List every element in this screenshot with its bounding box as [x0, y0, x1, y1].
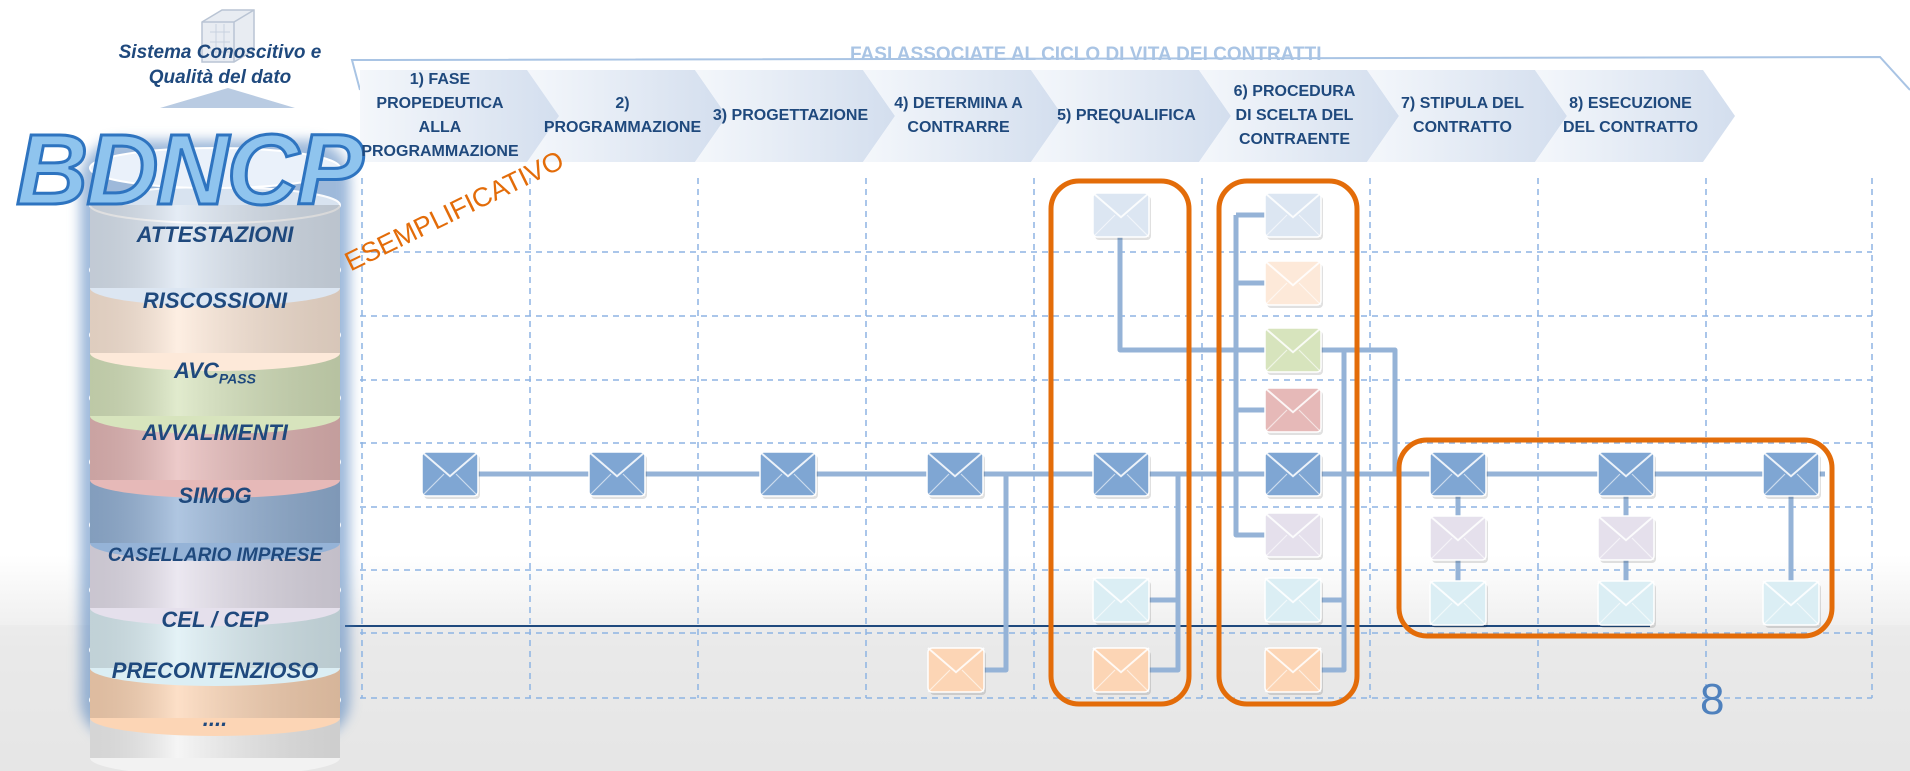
envelope-icon: [1092, 577, 1151, 625]
phase-label: 1) FASE PROPEDEUTICA ALLA PROGRAMMAZIONE: [361, 71, 519, 160]
envelope-icon: [1264, 387, 1323, 435]
database-label-text: AVC: [174, 358, 219, 383]
envelope-icon: [1264, 577, 1323, 625]
database-label-text: ....: [202, 706, 228, 731]
group-procedura: [1216, 178, 1360, 707]
database-label: RISCOSSIONI: [90, 288, 340, 314]
database-label-subscript: PASS: [218, 370, 256, 387]
phase-chevron: [1367, 70, 1567, 162]
page-number: 8: [1700, 675, 1725, 724]
bdncp-title: BDNCP: [15, 114, 366, 226]
envelope-icon: [1264, 451, 1323, 499]
phase-chevron: [360, 70, 560, 162]
envelope-icon: [1264, 647, 1323, 695]
phase-chevron: [1535, 70, 1735, 162]
envelope-icon: [759, 451, 818, 499]
envelope-icons: [421, 192, 1821, 695]
database-label-text: RISCOSSIONI: [142, 288, 288, 313]
phase-label: 8) ESECUZIONE DEL CONTRATTO: [1562, 95, 1699, 136]
phase-label: 5) PREQUALIFICA: [1057, 107, 1196, 124]
phase-label: 3) PROGETTAZIONE: [712, 107, 869, 124]
envelope-icon: [1264, 327, 1323, 375]
group-contratto: [1396, 437, 1835, 639]
envelope-icon: [1264, 260, 1323, 308]
envelope-icon: [1092, 647, 1151, 695]
envelope-icon: [1429, 451, 1488, 499]
database-label: AVCPASS: [90, 358, 340, 386]
phase-label: 7) STIPULA DEL CONTRATTO: [1401, 95, 1524, 136]
phase-chevron: [1199, 70, 1399, 162]
envelope-icon: [927, 647, 986, 695]
envelope-icon: [1597, 515, 1656, 563]
database-label: PRECONTENZIOSO: [90, 658, 340, 684]
phase-label: 4) DETERMINA A CONTRARRE: [894, 95, 1023, 136]
system-caption: Sistema Conoscitivo e Qualità del dato: [118, 42, 322, 88]
database-label: SIMOG: [90, 483, 340, 509]
grid: [360, 178, 1873, 699]
fasi-title: FASI ASSOCIATE AL CICLO DI VITA DEI CONT…: [850, 44, 1322, 65]
envelope-icon: [926, 451, 985, 499]
envelope-icon: [1597, 580, 1656, 628]
envelope-icon: [1429, 515, 1488, 563]
envelope-icon: [421, 451, 480, 499]
phase-label: 2) PROGRAMMAZIONE: [543, 95, 702, 136]
database-label-text: PRECONTENZIOSO: [111, 658, 319, 683]
group-highlights: [1048, 178, 1835, 707]
database-layer: [89, 186, 341, 306]
phases-bracket: [350, 55, 1910, 91]
phase-chevrons: [360, 70, 1735, 162]
envelope-icon: [1762, 451, 1821, 499]
phase-chevron: [1031, 70, 1231, 162]
database-label-text: SIMOG: [178, 483, 252, 508]
phase-chevron: [695, 70, 895, 162]
database-label-text: AVVALIMENTI: [142, 420, 288, 445]
envelope-icon: [1264, 192, 1323, 240]
envelope-icon: [1264, 512, 1323, 560]
envelope-icon: [1597, 451, 1656, 499]
envelope-icon: [1092, 192, 1151, 240]
phase-chevron: [863, 70, 1063, 162]
envelope-icon: [1429, 580, 1488, 628]
up-arrow-icon: [160, 88, 295, 108]
group-prequalifica: [1048, 178, 1192, 707]
database-label: ATTESTAZIONI: [90, 222, 340, 248]
envelope-icon: [588, 451, 647, 499]
database-cylinder: [80, 140, 350, 771]
database-label-text: CASELLARIO IMPRESE: [107, 545, 323, 566]
database-label: CASELLARIO IMPRESE: [90, 545, 340, 567]
envelope-icon: [1762, 580, 1821, 628]
database-label-text: CEL / CEP: [161, 607, 269, 632]
database-stack-icon: [201, 9, 255, 63]
database-label: ....: [90, 706, 340, 732]
phase-chevron: [527, 70, 727, 162]
database-label: CEL / CEP: [90, 607, 340, 633]
envelope-icon: [1092, 451, 1151, 499]
database-label: AVVALIMENTI: [90, 420, 340, 446]
database-label-text: ATTESTAZIONI: [136, 222, 294, 247]
phase-label: 6) PROCEDURA DI SCELTA DEL CONTRAENTE: [1233, 83, 1356, 148]
